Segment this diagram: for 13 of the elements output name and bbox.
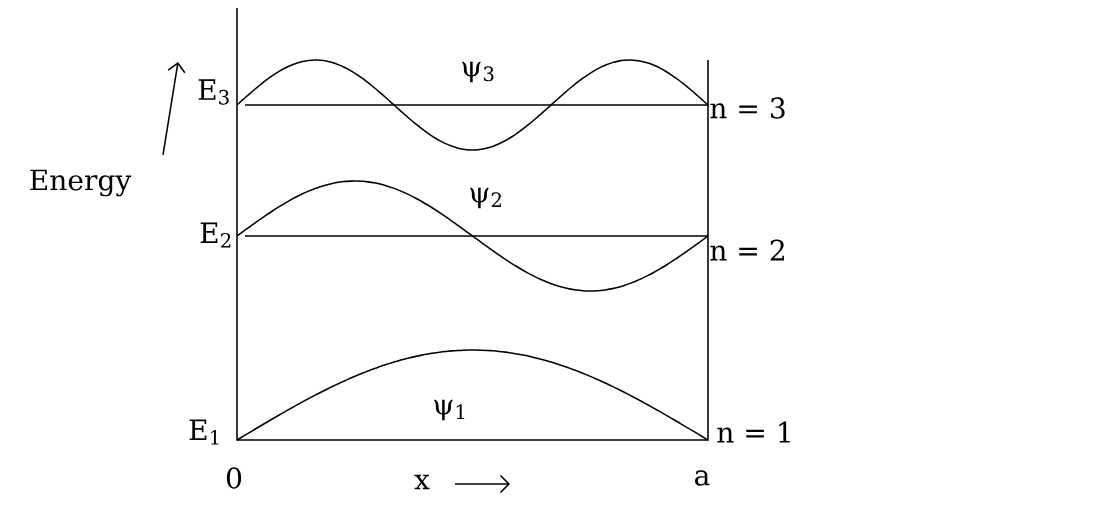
energy-level-label: E$_{2}$	[200, 222, 231, 248]
axis-label: Energy	[30, 169, 132, 197]
quantum-number-label: n = 1	[717, 421, 790, 443]
quantum-number-label: n = 2	[710, 239, 784, 261]
energy-level-label: E$_{3}$	[198, 79, 229, 105]
wavefunction-label: ψ$_{3}$	[462, 61, 494, 83]
quantum-number-label: n = 3	[710, 97, 785, 119]
energy-level-label: E$_{1}$	[189, 419, 219, 445]
wavefunction-label: ψ$_{2}$	[470, 187, 502, 209]
tick-label: 0	[226, 467, 242, 489]
axis-label: x	[414, 474, 430, 490]
tick-label: a	[695, 470, 710, 486]
wavefunction-label: ψ$_{1}$	[434, 399, 465, 421]
